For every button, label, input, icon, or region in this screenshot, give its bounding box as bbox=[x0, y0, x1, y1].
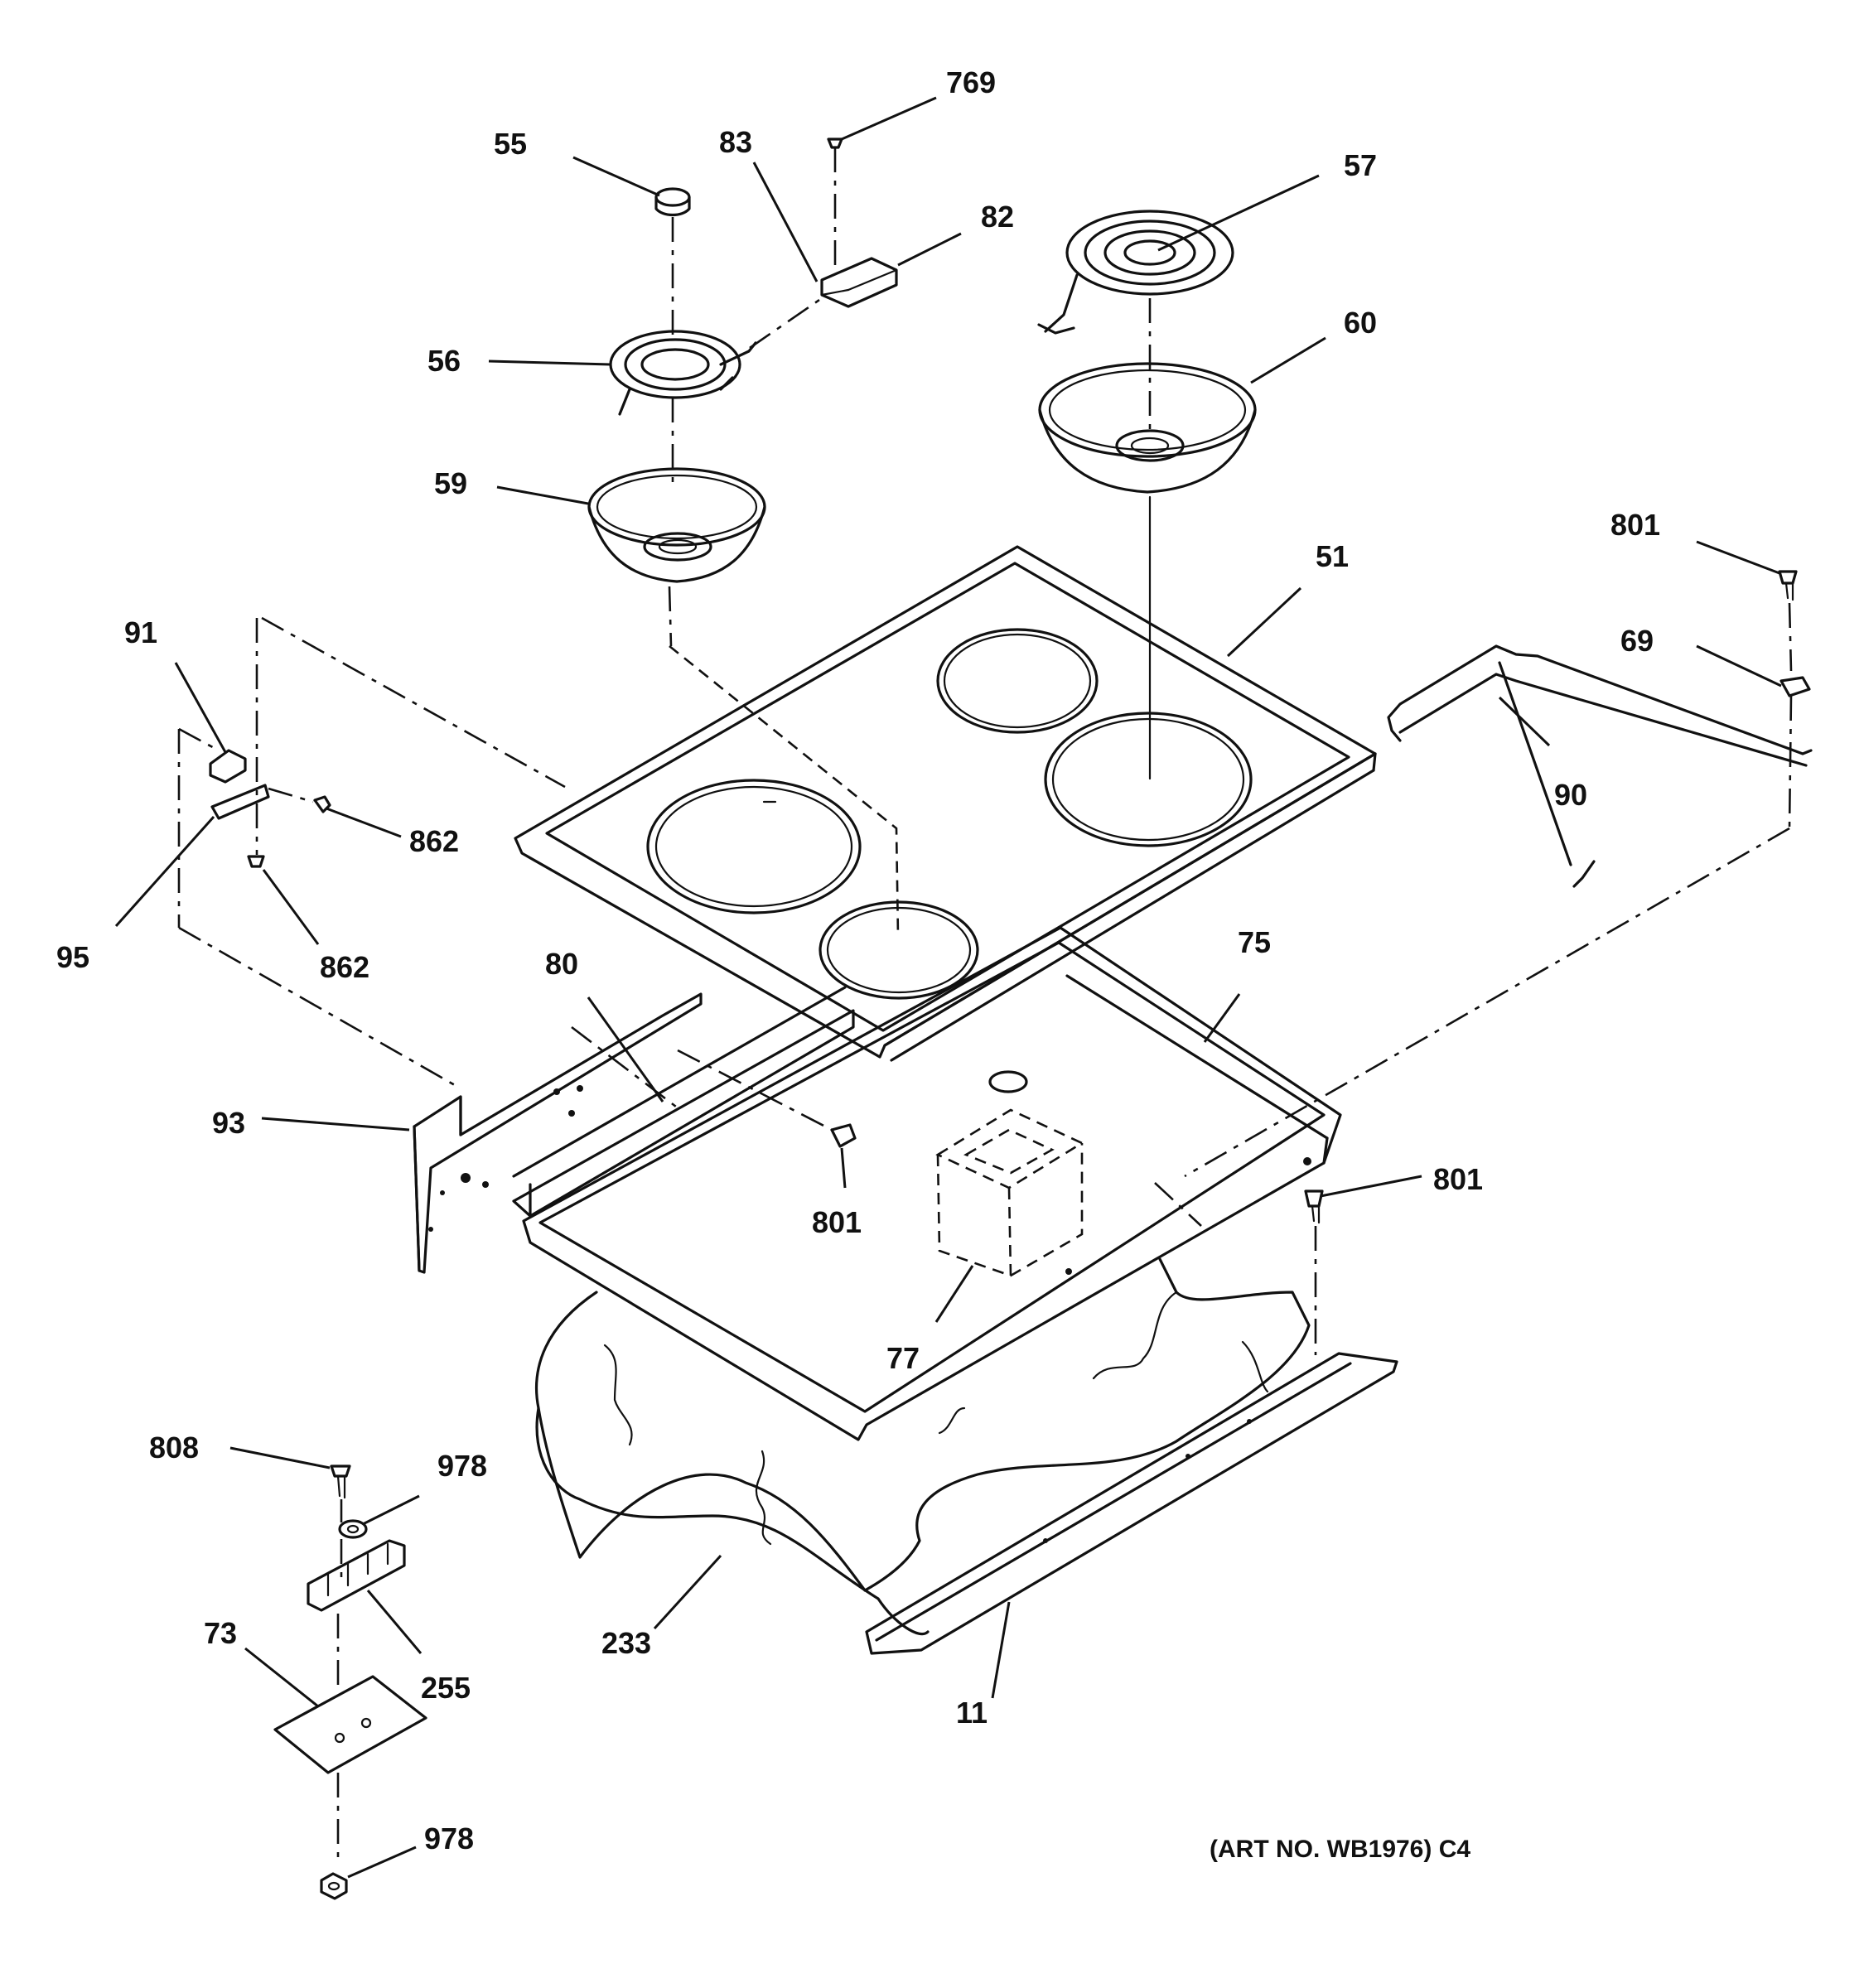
callout-91: 91 bbox=[124, 615, 157, 649]
callout-73: 73 bbox=[204, 1616, 237, 1650]
callout-95: 95 bbox=[56, 940, 89, 974]
callout-90: 90 bbox=[1554, 778, 1587, 812]
callout-labels: 769 55 83 57 82 56 60 59 801 51 91 69 90… bbox=[56, 65, 1660, 1863]
side-bracket-93 bbox=[413, 992, 703, 1274]
callout-60: 60 bbox=[1344, 306, 1377, 340]
callout-978-lower: 978 bbox=[424, 1822, 474, 1855]
front-rail-80 bbox=[512, 986, 855, 1218]
callout-80: 80 bbox=[545, 947, 578, 981]
callout-69: 69 bbox=[1620, 624, 1654, 658]
callout-808: 808 bbox=[149, 1431, 199, 1464]
callout-82: 82 bbox=[981, 200, 1014, 234]
right-side-parts bbox=[1154, 570, 1813, 1227]
small-burner-assembly bbox=[587, 138, 900, 937]
callout-51: 51 bbox=[1316, 539, 1349, 573]
callout-801-top-right: 801 bbox=[1610, 508, 1660, 542]
callout-769: 769 bbox=[946, 65, 996, 99]
screw-801-right bbox=[1304, 1189, 1324, 1355]
callout-862-lower: 862 bbox=[320, 950, 369, 984]
large-burner-assembly bbox=[1037, 210, 1257, 780]
main-top-75 bbox=[522, 926, 1342, 1441]
callout-75: 75 bbox=[1238, 925, 1271, 959]
bottom-left-stack bbox=[273, 1464, 427, 1900]
screw-801-center bbox=[677, 1049, 857, 1148]
callout-862-upper: 862 bbox=[409, 824, 459, 858]
burner-box-77 bbox=[935, 1108, 1084, 1277]
callout-83: 83 bbox=[719, 125, 752, 159]
rear-rail-11 bbox=[865, 1352, 1398, 1655]
cooktop-51 bbox=[514, 545, 1377, 1062]
callout-801-center: 801 bbox=[812, 1205, 862, 1239]
callout-801-right: 801 bbox=[1433, 1162, 1483, 1196]
art-number-label: (ART NO. WB1976) C4 bbox=[1210, 1836, 1470, 1863]
insulation-233 bbox=[534, 1257, 1311, 1636]
left-bracket-group bbox=[177, 616, 677, 1108]
callout-233: 233 bbox=[601, 1626, 651, 1660]
callout-56: 56 bbox=[427, 344, 461, 378]
callout-77: 77 bbox=[886, 1341, 920, 1375]
callout-55: 55 bbox=[494, 127, 527, 161]
callout-11: 11 bbox=[956, 1696, 988, 1730]
callout-59: 59 bbox=[434, 466, 467, 500]
leader-lines bbox=[114, 96, 1782, 1879]
callout-93: 93 bbox=[212, 1106, 245, 1140]
callout-255: 255 bbox=[421, 1671, 471, 1705]
callout-57: 57 bbox=[1344, 148, 1377, 182]
callout-978-upper: 978 bbox=[437, 1449, 487, 1483]
